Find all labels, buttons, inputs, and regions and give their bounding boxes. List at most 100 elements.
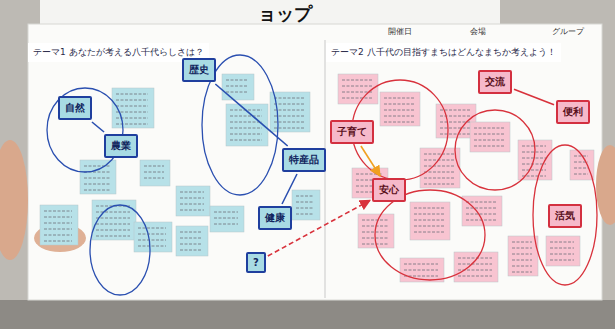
handwriting [342, 86, 372, 87]
hand-left [0, 140, 28, 260]
blue-note [140, 160, 170, 186]
note-heading: 交流 [485, 76, 505, 87]
handwriting [466, 202, 496, 203]
handwriting [474, 128, 504, 129]
poster-sheet [28, 24, 602, 300]
blue-note [112, 88, 154, 128]
handwriting [512, 260, 532, 261]
note-heading: 活気 [555, 210, 575, 221]
connector [282, 174, 297, 204]
handwriting [440, 134, 470, 135]
note-heading: 安心 [379, 184, 399, 195]
note-heading: 便利 [563, 106, 583, 117]
handwriting [522, 146, 546, 147]
handwriting [144, 172, 164, 173]
handwriting [424, 172, 454, 173]
pink-note [400, 258, 444, 282]
sticky-note: 交流 [478, 70, 512, 94]
pink-note [454, 252, 498, 282]
blank-note [470, 122, 510, 152]
handwriting [414, 226, 444, 227]
handwriting [362, 220, 388, 221]
handwriting [180, 244, 202, 245]
handwriting [274, 116, 304, 117]
connector [514, 89, 554, 104]
handwriting [296, 214, 314, 215]
blue-note [40, 205, 78, 245]
handwriting [474, 140, 504, 141]
handwriting [116, 112, 148, 113]
handwriting [96, 224, 130, 225]
handwriting [424, 178, 454, 179]
blank-note [40, 205, 78, 245]
handwriting [44, 241, 72, 242]
handwriting [414, 232, 444, 233]
handwriting [522, 152, 546, 153]
blank-note [546, 236, 580, 266]
handwriting [96, 230, 130, 231]
handwriting [180, 192, 204, 193]
handwriting [466, 220, 496, 221]
handwriting [116, 94, 148, 95]
handwriting [44, 229, 72, 230]
floor-shadow [0, 300, 615, 329]
header-field: 会場 [470, 26, 486, 37]
handwriting [274, 98, 304, 99]
handwriting [138, 240, 166, 241]
handwriting [44, 223, 72, 224]
blank-note [210, 206, 244, 232]
handwriting [404, 264, 438, 265]
blue-note [80, 160, 116, 194]
handwriting [180, 204, 204, 205]
handwriting [296, 208, 314, 209]
note-heading: 特産品 [289, 154, 319, 165]
handwriting [230, 116, 262, 117]
handwriting [274, 104, 304, 105]
handwriting [44, 217, 72, 218]
blank-note [400, 258, 444, 282]
blank-note [222, 74, 254, 100]
handwriting [296, 196, 314, 197]
theme-panel: テーマ1 あなたが考える八千代らしさは？自然農業歴史特産品健康? [28, 40, 325, 298]
handwriting [44, 235, 72, 236]
handwriting [512, 254, 532, 255]
blank-note [176, 186, 210, 216]
header-field: グループ [552, 26, 584, 37]
blank-note [134, 222, 172, 252]
handwriting [226, 80, 248, 81]
blue-note [226, 104, 268, 146]
handwriting [440, 128, 470, 129]
handwriting [574, 168, 588, 169]
handwriting [116, 106, 148, 107]
note-heading: 自然 [65, 102, 85, 113]
handwriting [230, 134, 262, 135]
blank-note [226, 104, 268, 146]
handwriting [214, 224, 238, 225]
handwriting [466, 208, 496, 209]
handwriting [424, 184, 454, 185]
sticky-notes [40, 55, 597, 295]
handwriting [362, 226, 388, 227]
handwriting [138, 246, 166, 247]
grouping-loop [47, 88, 123, 172]
handwriting [550, 260, 574, 261]
blank-note [270, 92, 310, 132]
handwriting [414, 220, 444, 221]
pink-note [508, 236, 538, 276]
handwriting [96, 218, 130, 219]
handwriting [404, 270, 438, 271]
handwriting [180, 250, 202, 251]
hand-right [596, 145, 615, 225]
blue-note [222, 74, 254, 100]
handwriting [116, 100, 148, 101]
handwriting [230, 122, 262, 123]
blank-note [508, 236, 538, 276]
handwriting [474, 146, 504, 147]
blank-note [410, 202, 450, 240]
banner-title: ョップ [258, 2, 312, 26]
handwriting [342, 98, 372, 99]
handwriting [84, 184, 110, 185]
note-heading: 子育て [337, 126, 367, 137]
handwriting [424, 154, 454, 155]
